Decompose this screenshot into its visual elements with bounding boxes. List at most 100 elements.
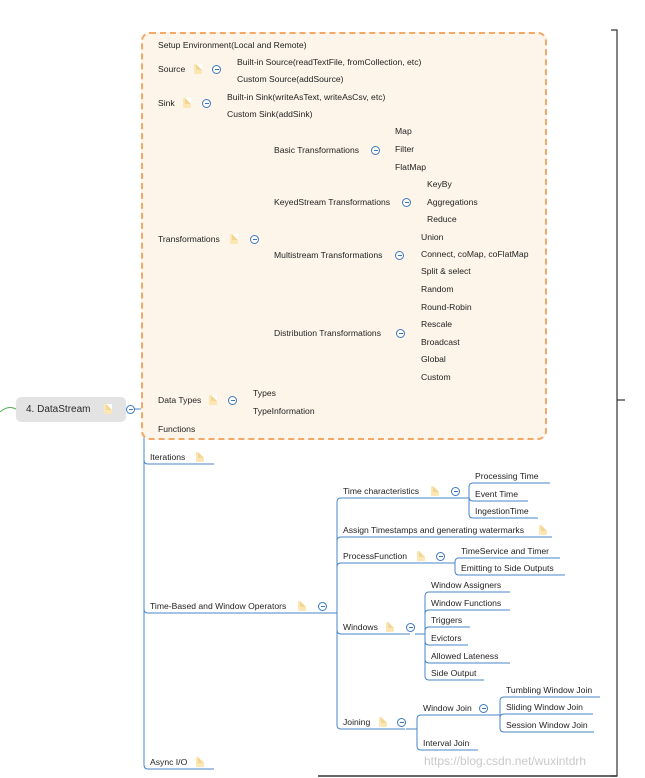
connector-time-characteristics-ingestion-time <box>460 497 474 519</box>
node-joining[interactable]: Joining <box>343 717 371 727</box>
connector-windows-triggers <box>415 626 430 635</box>
note-icon[interactable] <box>196 757 204 767</box>
note-icon[interactable] <box>230 234 238 244</box>
node-transformations[interactable]: Transformations <box>158 234 220 244</box>
node-random[interactable]: Random <box>421 284 454 294</box>
note-icon[interactable] <box>196 452 204 462</box>
collapse-icon[interactable] <box>212 65 221 74</box>
right-bracket <box>611 29 618 777</box>
collapse-icon[interactable] <box>396 329 405 338</box>
note-icon[interactable] <box>298 601 306 611</box>
collapse-icon[interactable] <box>318 602 327 611</box>
collapse-icon[interactable] <box>202 99 211 108</box>
node-window-assigners[interactable]: Window Assigners <box>431 580 502 590</box>
collapse-icon[interactable] <box>126 405 135 414</box>
node-multistream-transformations[interactable]: Multistream Transformations <box>274 250 383 260</box>
connector-time-characteristics-processing-time <box>460 482 474 499</box>
node-triggers[interactable]: Triggers <box>431 615 463 625</box>
connector-window-join-session-window-join <box>488 714 505 733</box>
connector-process-function-timeservice-timer <box>445 557 460 564</box>
node-typeinformation[interactable]: TypeInformation <box>253 406 315 416</box>
node-broadcast[interactable]: Broadcast <box>421 337 460 347</box>
node-session-window-join[interactable]: Session Window Join <box>506 720 588 730</box>
node-connect[interactable]: Connect, coMap, coFlatMap <box>421 249 529 259</box>
node-iterations[interactable]: Iterations <box>150 452 186 462</box>
root-incoming-connector <box>0 407 17 413</box>
collapse-icon[interactable] <box>228 396 237 405</box>
node-sink[interactable]: Sink <box>158 98 175 108</box>
node-basic-transformations[interactable]: Basic Transformations <box>274 145 360 155</box>
node-window-join[interactable]: Window Join <box>423 703 472 713</box>
node-evictors[interactable]: Evictors <box>431 633 462 643</box>
root-node-label: 4. DataStream <box>26 404 91 415</box>
node-side-output[interactable]: Side Output <box>431 668 477 678</box>
node-types[interactable]: Types <box>253 388 276 398</box>
node-global[interactable]: Global <box>421 354 446 364</box>
watermark: https://blog.csdn.net/wuxintdrh <box>424 754 587 768</box>
node-tumbling-window-join[interactable]: Tumbling Window Join <box>506 685 593 695</box>
node-builtin-source[interactable]: Built-in Source(readTextFile, fromCollec… <box>237 57 422 67</box>
node-window-functions[interactable]: Window Functions <box>431 598 502 608</box>
node-timeservice-timer[interactable]: TimeService and Timer <box>461 546 550 556</box>
node-assign-timestamps[interactable]: Assign Timestamps and generating waterma… <box>343 525 525 535</box>
node-aggregations[interactable]: Aggregations <box>427 197 478 207</box>
note-icon[interactable] <box>104 404 112 414</box>
collapse-icon[interactable] <box>250 235 259 244</box>
collapse-icon[interactable] <box>395 251 404 260</box>
node-split-select[interactable]: Split & select <box>421 266 471 276</box>
node-keyedstream-transformations[interactable]: KeyedStream Transformations <box>274 197 391 207</box>
node-functions[interactable]: Functions <box>158 424 196 434</box>
collapse-icon[interactable] <box>451 487 460 496</box>
node-sliding-window-join[interactable]: Sliding Window Join <box>506 702 583 712</box>
node-async-io[interactable]: Async I/O <box>150 757 188 767</box>
node-reduce[interactable]: Reduce <box>427 214 457 224</box>
connector-windows-side-output <box>415 633 430 681</box>
connector-root-time-window-operators <box>130 408 149 614</box>
node-time-window-operators[interactable]: Time-Based and Window Operators <box>150 601 287 611</box>
connector-windows-evictors <box>415 633 430 646</box>
note-icon[interactable] <box>539 525 547 535</box>
note-icon[interactable] <box>194 64 202 74</box>
connector-time-characteristics-event-time <box>460 496 474 502</box>
note-icon[interactable] <box>386 622 394 632</box>
node-process-function[interactable]: ProcessFunction <box>343 551 408 561</box>
collapse-icon[interactable] <box>436 552 445 561</box>
node-custom[interactable]: Custom <box>421 372 451 382</box>
note-icon[interactable] <box>431 486 439 496</box>
node-side-outputs[interactable]: Emitting to Side Outputs <box>461 563 554 573</box>
node-rescale[interactable]: Rescale <box>421 319 453 329</box>
collapse-icon[interactable] <box>406 623 415 632</box>
note-icon[interactable] <box>183 98 191 108</box>
node-ingestion-time[interactable]: IngestionTime <box>475 506 529 516</box>
note-icon[interactable] <box>417 551 425 561</box>
connector-time-window-operators-joining <box>327 612 342 730</box>
node-filter[interactable]: Filter <box>395 144 415 154</box>
connector-windows-window-functions <box>415 609 430 635</box>
collapse-icon[interactable] <box>371 146 380 155</box>
node-builtin-sink[interactable]: Built-in Sink(writeAsText, writeAsCsv, e… <box>227 92 386 102</box>
node-distribution-transformations[interactable]: Distribution Transformations <box>274 328 381 338</box>
node-allowed-lateness[interactable]: Allowed Lateness <box>431 651 499 661</box>
node-map[interactable]: Map <box>395 126 412 136</box>
node-keyby[interactable]: KeyBy <box>427 179 452 189</box>
connector-time-window-operators-time-characteristics <box>327 497 342 614</box>
node-time-characteristics[interactable]: Time characteristics <box>343 486 420 496</box>
node-setup-environment[interactable]: Setup Environment(Local and Remote) <box>158 40 307 50</box>
note-icon[interactable] <box>379 717 387 727</box>
node-interval-join[interactable]: Interval Join <box>423 738 470 748</box>
collapse-icon[interactable] <box>397 718 406 727</box>
note-icon[interactable] <box>209 395 217 405</box>
collapse-icon[interactable] <box>479 704 488 713</box>
collapse-icon[interactable] <box>402 198 411 207</box>
node-custom-sink[interactable]: Custom Sink(addSink) <box>227 109 313 119</box>
node-processing-time[interactable]: Processing Time <box>475 471 539 481</box>
node-event-time[interactable]: Event Time <box>475 489 518 499</box>
node-round-robin[interactable]: Round-Robin <box>421 302 472 312</box>
node-source[interactable]: Source <box>158 64 186 74</box>
node-data-types[interactable]: Data Types <box>158 395 202 405</box>
node-custom-source[interactable]: Custom Source(addSource) <box>237 74 344 84</box>
connector-joining-window-join <box>406 714 422 730</box>
node-flatmap[interactable]: FlatMap <box>395 162 427 172</box>
node-windows[interactable]: Windows <box>343 622 378 632</box>
node-union[interactable]: Union <box>421 232 444 242</box>
